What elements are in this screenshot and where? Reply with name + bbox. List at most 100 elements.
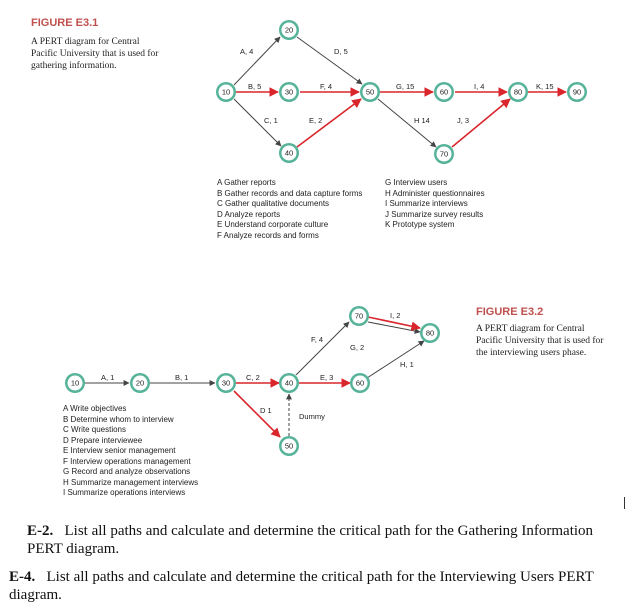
- figure-e3-1-title: FIGURE E3.1: [31, 17, 99, 29]
- edge-label-2-i: I, 2: [390, 311, 400, 320]
- edge-label-e: E, 2: [309, 116, 322, 125]
- node-2-70: 70: [349, 306, 369, 326]
- edge-2-h: [366, 340, 425, 379]
- node-2-60: 60: [350, 373, 370, 393]
- node-40: 40: [279, 143, 299, 163]
- legend-item: E Understand corporate culture: [217, 220, 329, 229]
- legend-item: H Summarize management interviews: [63, 477, 199, 487]
- edge-a: [233, 36, 281, 86]
- node-70: 70: [434, 144, 454, 164]
- node-label: 60: [440, 87, 448, 96]
- edge-label-h: H 14: [414, 116, 430, 125]
- node-label: 30: [222, 378, 230, 387]
- caption-line: Pacific University that is used for: [476, 336, 604, 346]
- edge-label-2-a: A, 1: [101, 373, 114, 382]
- figure-e3-1-caption: A PERT diagram for Central Pacific Unive…: [31, 36, 191, 72]
- question-label: E-2.: [27, 523, 54, 539]
- edge-label-c: C, 1: [264, 116, 278, 125]
- node-label: 20: [136, 378, 144, 387]
- legend-item: D Prepare interviewee: [63, 435, 143, 445]
- edge-label-2-b: B, 1: [175, 373, 188, 382]
- node-label: 10: [71, 378, 79, 387]
- question-e4: E-4. List all paths and calculate and de…: [9, 568, 621, 604]
- caption-line: A PERT diagram for Central: [31, 37, 140, 47]
- legend-item: H Administer questionnaires: [385, 188, 485, 198]
- caption-line: A PERT diagram for Central: [476, 324, 585, 334]
- node-label: 30: [285, 87, 293, 96]
- edge-label-f: F, 4: [320, 82, 332, 91]
- legend-item: A Write objectives: [63, 404, 127, 413]
- legend-item: G Interview users: [385, 178, 448, 187]
- figure-e3-2-title: FIGURE E3.2: [476, 306, 544, 318]
- node-label: 40: [285, 148, 293, 157]
- figure-e3-1-legend-left: A Gather reports B Gather records and da…: [217, 178, 362, 241]
- edge-label-d: D, 5: [334, 47, 348, 56]
- legend-item: A Gather reports: [217, 178, 276, 187]
- legend-item: D Analyze reports: [217, 209, 281, 219]
- legend-item: I Summarize operations interviews: [63, 488, 186, 497]
- legend-item: G Record and analyze observations: [63, 467, 191, 476]
- legend-item: F Analyze records and forms: [217, 230, 319, 240]
- question-e2: E-2. List all paths and calculate and de…: [27, 522, 617, 558]
- edge-d: [296, 36, 363, 85]
- figure-e3-2-caption: A PERT diagram for Central Pacific Unive…: [476, 323, 626, 359]
- node-2-80: 80: [420, 323, 440, 343]
- node-label: 80: [426, 328, 434, 337]
- edge-label-2-c: C, 2: [246, 373, 260, 382]
- legend-item: K Prototype system: [385, 220, 455, 229]
- legend-item: I Summarize interviews: [385, 199, 468, 208]
- caption-line: gathering information.: [31, 61, 117, 71]
- node-2-50: 50: [279, 436, 299, 456]
- node-label: 10: [222, 87, 230, 96]
- edge-label-2-f: F, 4: [311, 335, 323, 344]
- node-30: 30: [279, 82, 299, 102]
- legend-item: C Write questions: [63, 425, 126, 434]
- node-10: 10: [216, 82, 236, 102]
- question-text: List all paths and calculate and determi…: [9, 569, 594, 603]
- edge-label-k: K, 15: [536, 82, 554, 91]
- node-label: 60: [356, 378, 364, 387]
- legend-item: F Interview operations management: [63, 456, 191, 466]
- edge-label-2-h: H, 1: [400, 360, 414, 369]
- edge-label-2-d: D 1: [260, 406, 272, 415]
- node-label: 70: [440, 149, 448, 158]
- edge-2-i: [367, 316, 421, 331]
- legend-item: J Summarize survey results: [385, 209, 484, 219]
- node-label: 20: [285, 25, 293, 34]
- edge-e: [296, 98, 362, 148]
- node-60: 60: [434, 82, 454, 102]
- edge-j: [451, 98, 511, 148]
- node-label: 80: [514, 87, 522, 96]
- question-text: List all paths and calculate and determi…: [27, 523, 594, 557]
- node-90: 90: [567, 82, 587, 102]
- node-label: 70: [355, 311, 363, 320]
- edge-label-i: I, 4: [474, 82, 484, 91]
- edge-label-2-dummy: Dummy: [299, 412, 325, 421]
- caption-line: Pacific University that is used for: [31, 49, 159, 59]
- edge-label-a: A, 4: [240, 47, 253, 56]
- legend-item: B Gather records and data capture forms: [217, 188, 363, 198]
- node-2-10: 10: [65, 373, 85, 393]
- node-2-40: 40: [279, 373, 299, 393]
- node-label: 90: [573, 87, 581, 96]
- legend-item: C Gather qualitative documents: [217, 199, 330, 208]
- node-label: 50: [366, 87, 374, 96]
- node-80: 80: [508, 82, 528, 102]
- caption-line: the interviewing users phase.: [476, 348, 587, 358]
- node-50: 50: [360, 82, 380, 102]
- figure-e3-1-legend-right: G Interview users H Administer questionn…: [385, 178, 485, 231]
- node-20: 20: [279, 20, 299, 40]
- figure-e3-2-legend: A Write objectives B Determine whom to i…: [63, 404, 198, 499]
- legend-item: E Interview senior management: [63, 446, 176, 455]
- separator-bar: [624, 497, 625, 509]
- node-2-30: 30: [216, 373, 236, 393]
- edge-h: [377, 98, 437, 148]
- edge-c: [233, 98, 282, 147]
- edge-2-f: [295, 321, 350, 376]
- edge-2-d: [233, 390, 281, 438]
- node-label: 40: [285, 378, 293, 387]
- edge-label-2-g: G, 2: [350, 343, 364, 352]
- edge-label-b: B, 5: [248, 82, 261, 91]
- edge-label-2-e: E, 3: [320, 373, 333, 382]
